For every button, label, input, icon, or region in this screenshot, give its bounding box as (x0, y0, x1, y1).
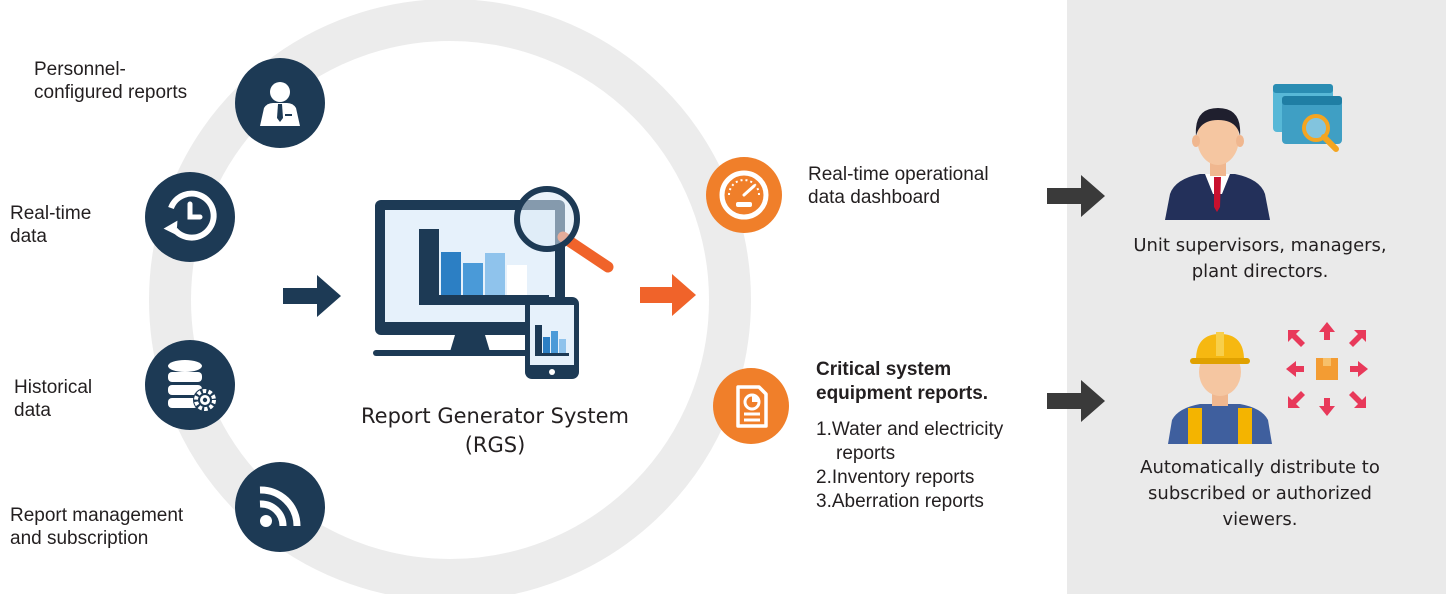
clock-refresh-icon (145, 172, 235, 262)
arrow-dashboard-to-managers (1047, 175, 1105, 217)
audience-managers-label: Unit supervisors, managers, plant direct… (1133, 235, 1387, 282)
businessman-icon (235, 58, 325, 148)
input-label-historical: Historical data (14, 377, 93, 421)
input-label-report-management: Report management and subscription (10, 505, 184, 549)
arrow-reports-to-viewers (1047, 380, 1105, 422)
reports-list: 1.Water and electricity reports 2.Invent… (816, 419, 1004, 512)
reports-title: Critical system equipment reports. (816, 359, 989, 404)
report-document-icon (713, 368, 789, 444)
manager-with-dashboard-icon (1165, 84, 1342, 220)
audience-panel (1067, 0, 1446, 594)
worker-distribution-icon (1168, 322, 1368, 444)
system-title: Report Generator System (RGS) (361, 404, 629, 457)
arrow-inputs-to-system (283, 275, 341, 317)
output-reports-text: Critical system equipment reports. 1.Wat… (816, 358, 1003, 514)
database-gear-icon (145, 340, 235, 430)
arrow-system-to-outputs (640, 274, 696, 316)
rss-feed-icon (235, 462, 325, 552)
speedometer-icon (706, 157, 782, 233)
audience-viewers-label: Automatically distribute to subscribed o… (1140, 457, 1380, 530)
computer-report-icon (373, 186, 614, 379)
input-label-realtime: Real-time data (10, 203, 92, 247)
input-label-personnel: Personnel- configured reports (34, 59, 188, 103)
output-label-dashboard: Real-time operational data dashboard (808, 164, 989, 208)
